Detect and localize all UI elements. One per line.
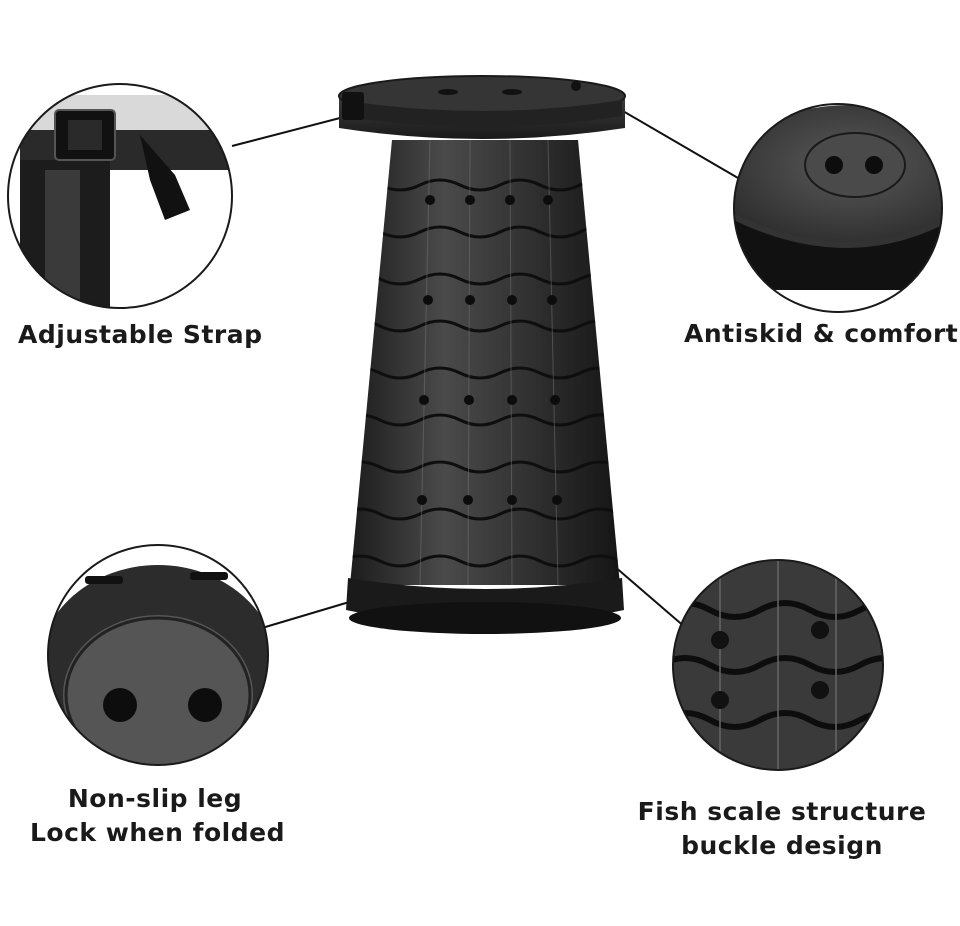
antiskid-comfort-label: Antiskid & comfort <box>684 319 959 348</box>
strap-detail-icon <box>8 84 232 308</box>
non-slip-leg-line1: Non-slip leg <box>67 784 243 813</box>
adjustable-strap-label: Adjustable Strap <box>18 320 263 349</box>
fish-scale-detail-icon <box>673 560 883 770</box>
non-slip-leg-line2: Lock when folded <box>30 818 285 847</box>
non-slip-leg-label: Non-slip leg Lock when folded <box>30 782 285 850</box>
fish-scale-line2: buckle design <box>681 831 883 860</box>
connector-line-strap <box>231 117 341 147</box>
fish-scale-label: Fish scale structure buckle design <box>632 795 932 863</box>
base-bottom-detail-icon <box>48 545 268 765</box>
seat-top-detail-icon <box>734 104 942 312</box>
connector-line-base <box>261 599 357 629</box>
fish-scale-line1: Fish scale structure <box>637 797 927 826</box>
stool-body <box>338 75 626 634</box>
